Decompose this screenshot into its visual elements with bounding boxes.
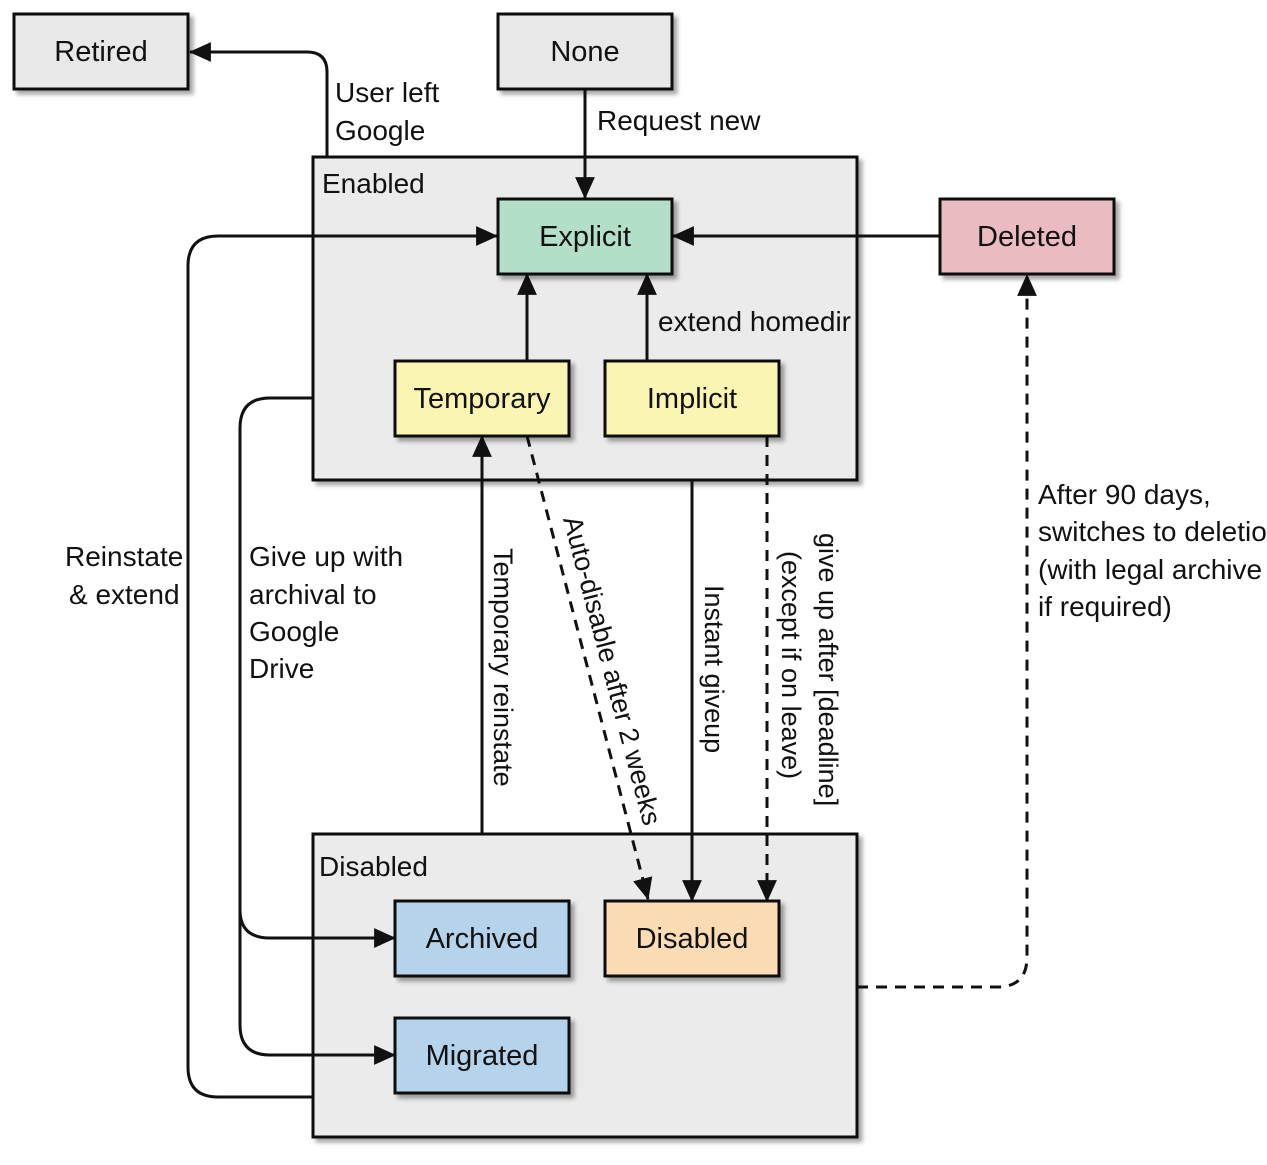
label-after-90-days-3: (with legal archive <box>1038 554 1262 585</box>
label-auto-disable: Auto-disable after 2 weeks <box>557 513 667 828</box>
node-retired <box>12 12 190 91</box>
edge-give-up-archival <box>238 396 397 948</box>
label-give-up-archival-1: Give up with <box>249 541 403 572</box>
label-give-up-deadline-1: give up after [deadline] <box>813 533 843 806</box>
label-user-left-1: User left <box>335 77 439 108</box>
label-give-up-deadline-2: (except if on leave) <box>776 551 806 779</box>
label-give-up-archival-4: Drive <box>249 653 314 684</box>
label-user-left-2: Google <box>335 115 425 146</box>
label-reinstate-extend-1: Reinstate <box>65 541 183 572</box>
edge-reinstate-extend <box>186 226 499 1099</box>
disabled-group-label: Disabled <box>319 851 428 882</box>
label-extend-homedir: extend homedir <box>658 306 851 337</box>
edge-user-left-google <box>188 42 329 157</box>
node-disabled-label: Disabled <box>636 923 749 955</box>
node-retired-label: Retired <box>54 36 148 68</box>
edge-give-up-migrated <box>238 910 397 1065</box>
label-after-90-days-2: switches to deletion <box>1038 516 1267 547</box>
enabled-group-label: Enabled <box>322 168 425 199</box>
node-explicit <box>496 197 674 276</box>
label-request-new: Request new <box>597 105 761 136</box>
node-deleted <box>938 197 1116 276</box>
label-after-90-days-4: if required) <box>1038 591 1172 622</box>
node-explicit-label: Explicit <box>539 221 631 253</box>
node-implicit-label: Implicit <box>647 383 737 415</box>
node-archived <box>393 899 571 978</box>
label-instant-giveup: Instant giveup <box>699 585 729 753</box>
node-deleted-label: Deleted <box>977 221 1077 253</box>
label-after-90-days-1: After 90 days, <box>1038 479 1211 510</box>
node-temporary-label: Temporary <box>414 383 551 415</box>
node-none <box>496 12 674 91</box>
label-give-up-archival-2: archival to <box>249 579 377 610</box>
edge-after-90-days <box>857 273 1037 989</box>
node-implicit <box>603 359 781 438</box>
label-give-up-archival-3: Google <box>249 616 339 647</box>
node-archived-label: Archived <box>426 923 539 955</box>
node-migrated-label: Migrated <box>426 1040 539 1072</box>
label-temporary-reinstate: Temporary reinstate <box>488 548 518 787</box>
node-temporary <box>393 359 571 438</box>
node-migrated <box>393 1016 571 1095</box>
edge-auto-disable <box>525 435 653 901</box>
label-reinstate-extend-2: & extend <box>69 579 180 610</box>
node-none-label: None <box>550 36 619 68</box>
node-disabled <box>603 899 781 978</box>
